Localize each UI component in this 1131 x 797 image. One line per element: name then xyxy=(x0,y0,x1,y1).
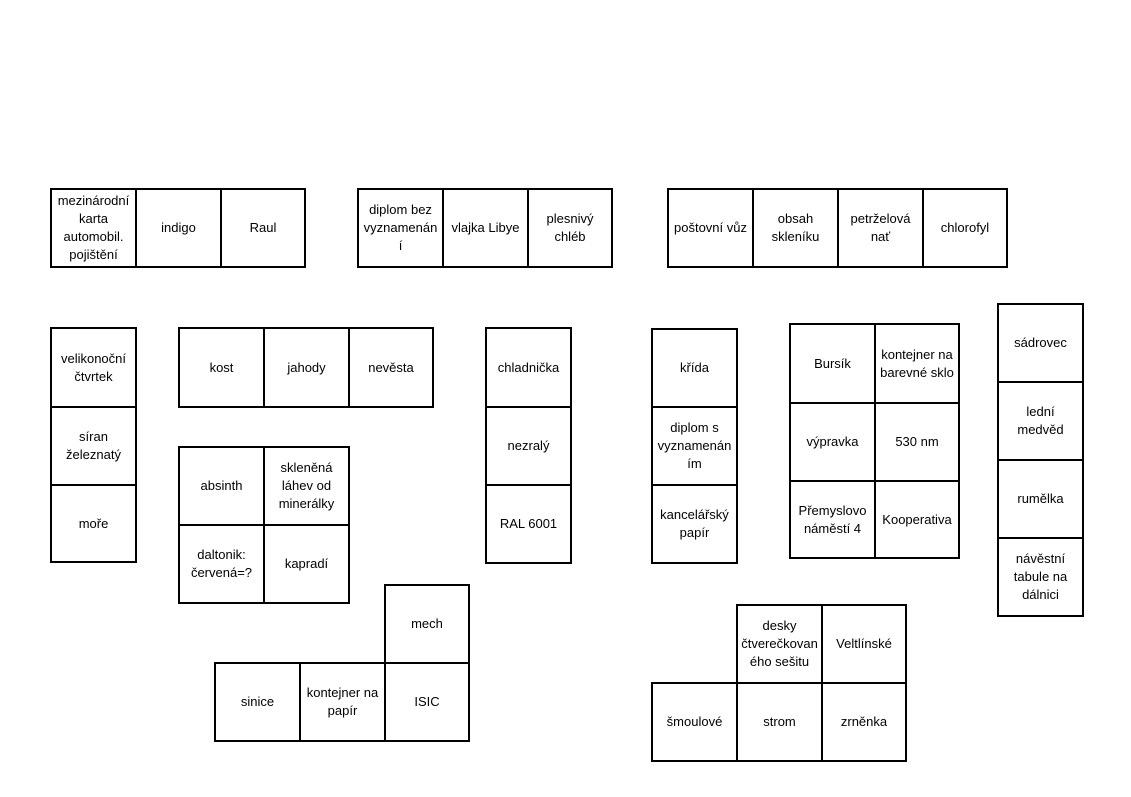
card-cell: daltonik: červená=? xyxy=(178,524,265,604)
card-cell: Přemyslovo náměstí 4 xyxy=(789,480,876,559)
card-cell: nevěsta xyxy=(348,327,434,408)
card-cell: desky čtverečkovaného sešitu xyxy=(736,604,823,684)
card-cell: Kooperativa xyxy=(874,480,960,559)
card-cell: kapradí xyxy=(263,524,350,604)
card-cell: kost xyxy=(178,327,265,408)
card-cell: kancelářský papír xyxy=(651,484,738,564)
card-cell: návěstní tabule na dálnici xyxy=(997,537,1084,617)
card-cell: ISIC xyxy=(384,662,470,742)
card-cell: sádrovec xyxy=(997,303,1084,383)
card-cell: Veltlínské xyxy=(821,604,907,684)
card-cell: kontejner na barevné sklo xyxy=(874,323,960,404)
card-cell: absinth xyxy=(178,446,265,526)
card-cell: rumělka xyxy=(997,459,1084,539)
card-cell: velikonoční čtvrtek xyxy=(50,327,137,408)
card-cell: indigo xyxy=(135,188,222,268)
card-cell: vlajka Libye xyxy=(442,188,529,268)
card-cell: kontejner na papír xyxy=(299,662,386,742)
card-cell: křída xyxy=(651,328,738,408)
card-cell: Raul xyxy=(220,188,306,268)
card-cell: zrněnka xyxy=(821,682,907,762)
card-cell: chlorofyl xyxy=(922,188,1008,268)
card-cell: jahody xyxy=(263,327,350,408)
card-cell: RAL 6001 xyxy=(485,484,572,564)
card-cell: plesnivý chléb xyxy=(527,188,613,268)
card-cell: síran železnatý xyxy=(50,406,137,486)
card-cell: skleněná láhev od minerálky xyxy=(263,446,350,526)
card-cell: strom xyxy=(736,682,823,762)
card-cell: diplom bez vyznamenání xyxy=(357,188,444,268)
card-cell: moře xyxy=(50,484,137,563)
card-cell: Bursík xyxy=(789,323,876,404)
card-cell: mezinárodní karta automobil. pojištění xyxy=(50,188,137,268)
card-cell: lední medvěd xyxy=(997,381,1084,461)
card-cell: obsah skleníku xyxy=(752,188,839,268)
card-cell: petrželová nať xyxy=(837,188,924,268)
card-cell: 530 nm xyxy=(874,402,960,482)
card-cell: šmoulové xyxy=(651,682,738,762)
card-cell: diplom s vyznamenáním xyxy=(651,406,738,486)
card-cell: výpravka xyxy=(789,402,876,482)
card-cell: sinice xyxy=(214,662,301,742)
card-cell: chladnička xyxy=(485,327,572,408)
card-cell: poštovní vůz xyxy=(667,188,754,268)
card-cell: mech xyxy=(384,584,470,664)
card-cell: nezralý xyxy=(485,406,572,486)
